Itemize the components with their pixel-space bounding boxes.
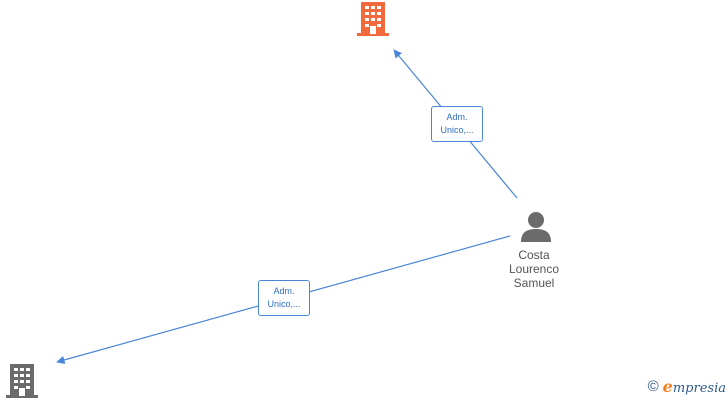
person-name-line: Samuel (513, 276, 555, 290)
brand-footer: © empresia (648, 377, 726, 396)
building-icon (6, 364, 38, 398)
edge-label-line: Adm. (446, 112, 468, 122)
brand-initial: e (662, 377, 673, 396)
person-name-line: Lourenco (508, 262, 560, 276)
company-bottom-node[interactable] (6, 364, 38, 398)
copyright-symbol: © (647, 378, 659, 395)
company-top-node[interactable] (357, 2, 389, 36)
person-name[interactable]: Costa Lourenco Samuel (489, 248, 579, 290)
edge-label-bottom[interactable]: Adm. Unico,... (258, 280, 310, 316)
person-name-line: Costa (518, 248, 550, 262)
edge-label-line: Unico,... (267, 299, 301, 309)
person-icon (521, 212, 551, 242)
person-node[interactable] (520, 211, 552, 243)
brand-name: mpresia (672, 381, 726, 396)
edge-label-top[interactable]: Adm. Unico,... (431, 106, 483, 142)
building-icon (357, 2, 389, 36)
brand-logo: empresia (663, 377, 726, 396)
edge-label-line: Unico,... (440, 125, 474, 135)
edge-label-line: Adm. (273, 286, 295, 296)
